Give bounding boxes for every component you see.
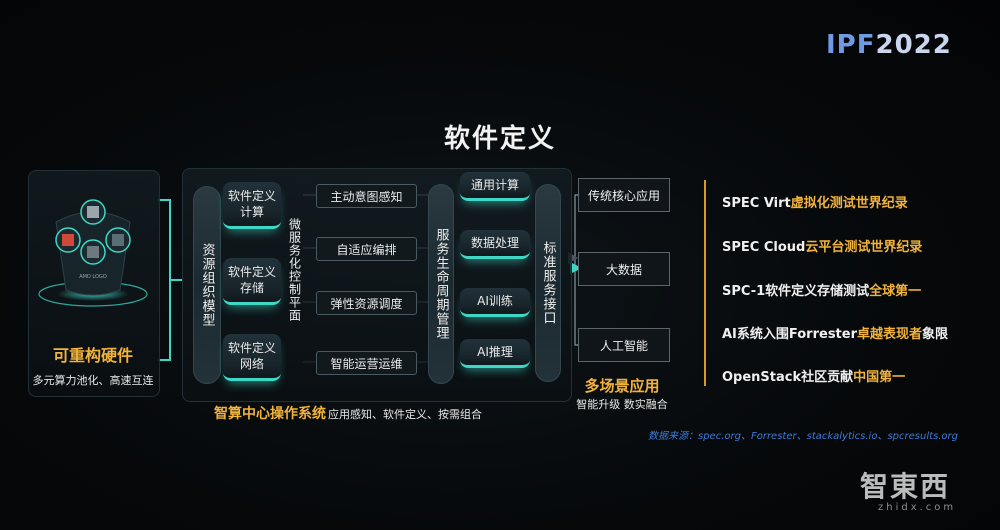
app-ai: 人工智能 [578,328,670,362]
workload-ai-inference: AI推理 [460,339,530,368]
resource-model-column: 资源组织模型 [193,186,221,384]
std-interface-column: 标准服务接口 [535,184,561,382]
data-source-note: 数据来源：spec.org、Forrester、stackalytics.io、… [648,431,958,442]
achievement-spec-virt: SPEC Virt虚拟化测试世界纪录 [722,196,908,211]
chip-label: AMD LOGO [79,274,107,280]
workload-ai-training: AI训练 [460,288,530,317]
app-traditional-core: 传统核心应用 [578,178,670,212]
achievement-spec-cloud: SPEC Cloud云平台测试世界纪录 [722,240,923,255]
control-plane-label: 微服务化控制平面 [287,218,302,322]
ipf2022-logo: IPF2022 [826,30,952,60]
lifecycle-column: 服务生命周期管理 [428,184,454,384]
watermark-logo: 智東西 [860,470,951,503]
hardware-title: 可重构硬件 [52,346,133,365]
apps-title: 多场景应用 [584,377,660,395]
function-adaptive-orchestration: 自适应编排 [316,237,417,261]
watermark-url: zhidx.com [878,502,957,513]
function-elastic-scheduling: 弹性资源调度 [316,291,417,315]
achievement-forrester: AI系统入围Forrester卓越表现者象限 [722,327,949,342]
sd-network: 软件定义 网络 [223,334,281,381]
function-smart-ops: 智能运营运维 [316,351,417,375]
sd-compute: 软件定义 计算 [223,182,281,229]
app-big-data: 大数据 [578,252,670,286]
os-caption: 智算中心操作系统应用感知、软件定义、按需组合 [214,406,482,422]
slide-title: 软件定义 [443,124,556,154]
hardware-chips-illustration: AMD LOGO [38,199,148,307]
apps-subtitle: 智能升级 数实融合 [576,398,668,411]
hardware-subtitle: 多元算力池化、高速互连 [32,374,154,387]
achievement-spc1: SPC-1软件定义存储测试全球第一 [722,284,922,299]
function-intent-sensing: 主动意图感知 [316,184,417,208]
achievements-divider [704,180,706,386]
sd-storage: 软件定义 存储 [223,258,281,305]
achievement-openstack: OpenStack社区贡献中国第一 [722,370,906,385]
workload-general: 通用计算 [460,172,530,201]
workload-data: 数据处理 [460,230,530,259]
